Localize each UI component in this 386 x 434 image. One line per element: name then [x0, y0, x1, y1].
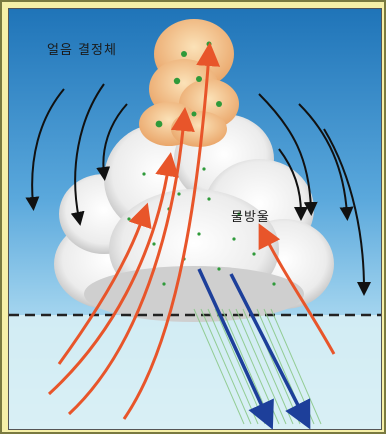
ice-crystal-label: 얼음 결정체	[47, 39, 117, 58]
thundercloud-diagram	[9, 9, 381, 429]
ground-area	[9, 315, 381, 429]
water-droplet-label: 물방울	[231, 206, 270, 225]
diagram-panel: 얼음 결정체 물방울	[8, 8, 382, 430]
